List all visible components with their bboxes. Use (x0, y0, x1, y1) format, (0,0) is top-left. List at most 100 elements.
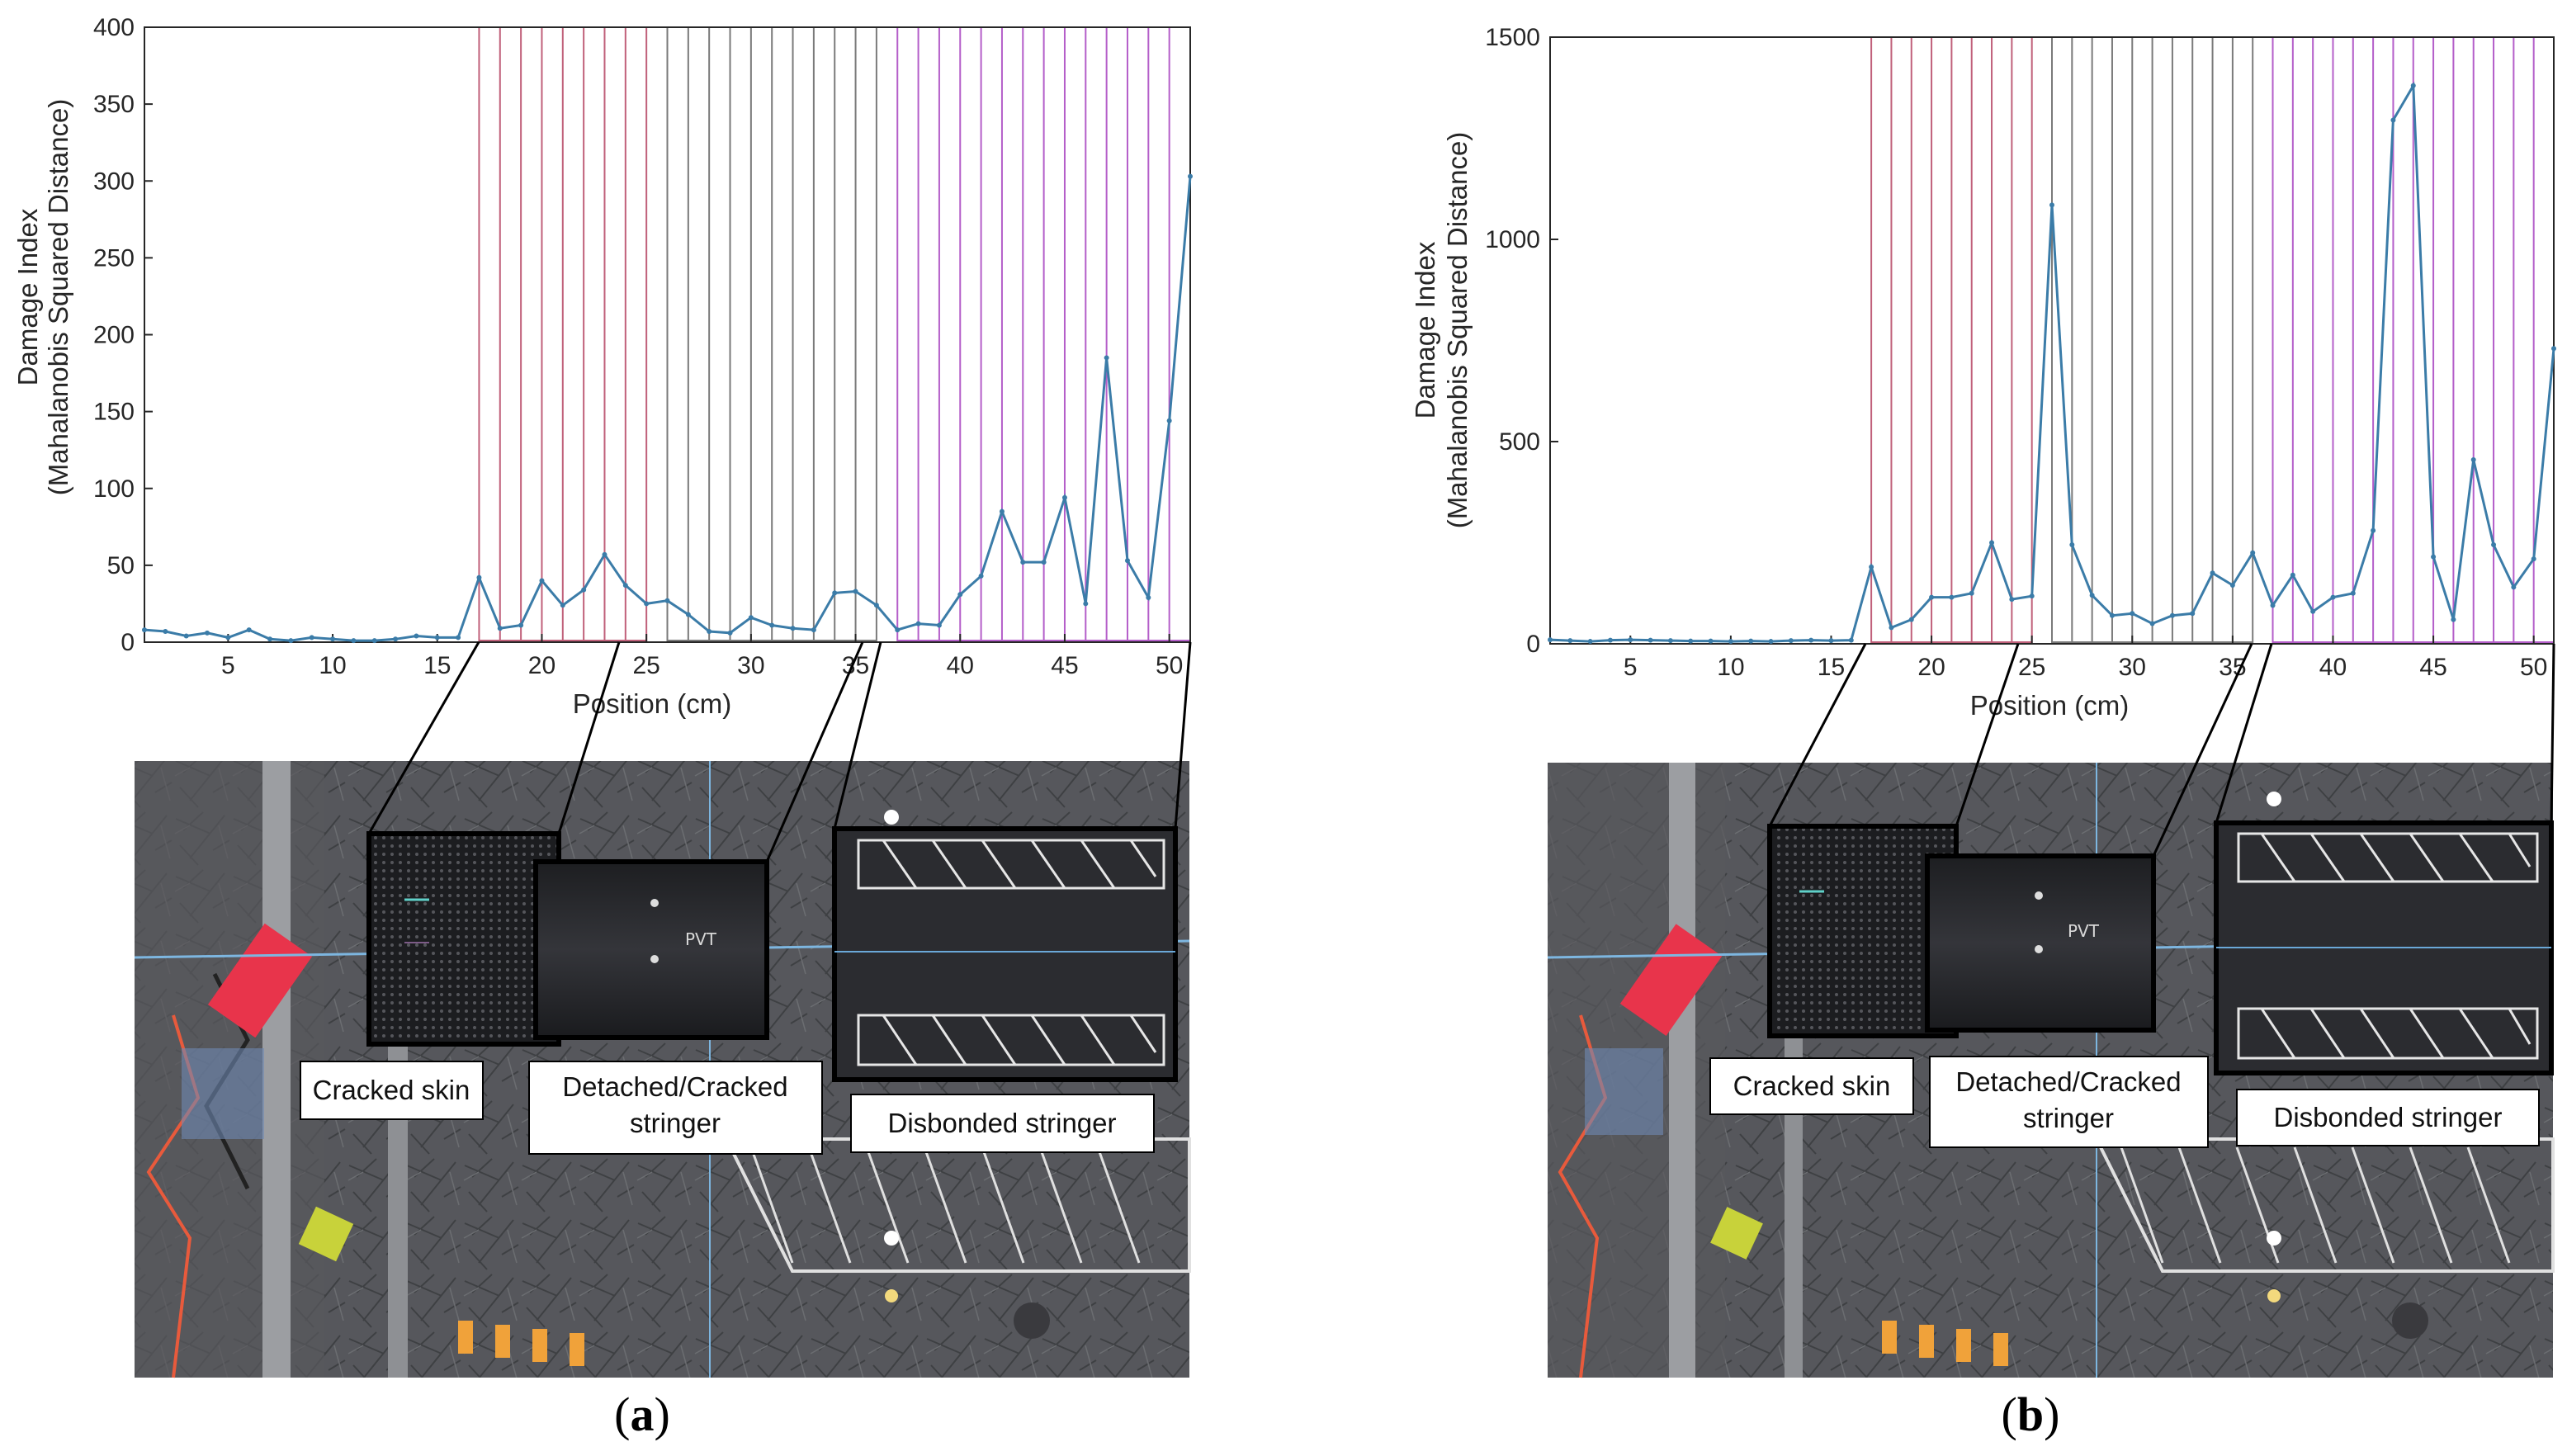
data-point (1748, 638, 1754, 644)
data-point (1929, 594, 1935, 600)
data-point (1708, 638, 1714, 644)
x-tick-label: 50 (2520, 654, 2547, 681)
data-point (748, 615, 754, 621)
data-point (664, 598, 670, 603)
callout-disbonded-stringer-b: Disbonded stringer (2236, 1089, 2540, 1146)
inset-disbonded-stringer-a (832, 826, 1178, 1082)
data-point (2190, 611, 2196, 617)
data-point (727, 630, 733, 636)
data-point (832, 590, 838, 596)
data-point (205, 630, 210, 636)
data-point (1146, 594, 1151, 600)
data-point (957, 592, 963, 598)
data-point (1061, 494, 1067, 500)
svg-text:PVT: PVT (685, 929, 717, 949)
data-point (225, 635, 231, 641)
data-point (1041, 560, 1047, 565)
svg-text:Cracked skin: Cracked skin (313, 1075, 470, 1105)
panel-label-b: (b) (2002, 1387, 2060, 1441)
data-point (2551, 346, 2556, 352)
data-point (1908, 617, 1914, 622)
inset-disbonded-stringer-b (2214, 820, 2554, 1075)
y-tick-label: 0 (1526, 631, 1540, 658)
data-point (2029, 593, 2035, 599)
data-point (456, 635, 461, 641)
x-tick-label: 5 (1624, 654, 1638, 681)
data-point (2049, 202, 2054, 208)
y-tick-label: 50 (107, 552, 135, 579)
series-points-a (142, 173, 1193, 644)
data-point (1728, 639, 1733, 645)
data-point (288, 638, 294, 644)
data-point (1828, 638, 1834, 644)
data-point (1788, 638, 1794, 644)
data-point (351, 638, 357, 644)
data-point (707, 628, 712, 634)
data-point (1188, 173, 1193, 179)
data-point (434, 635, 440, 641)
panel-label-a: (a) (614, 1387, 670, 1441)
data-point (309, 635, 314, 641)
callout-cracked-skin-b: Cracked skin (1709, 1057, 1914, 1115)
data-point (1667, 638, 1673, 644)
data-point (790, 626, 796, 631)
x-tick-label: 50 (1156, 652, 1183, 679)
region-lines-b (1870, 36, 2555, 644)
x-tick-label: 10 (319, 652, 346, 679)
data-point (497, 626, 503, 631)
x-tick-label: 40 (2319, 654, 2347, 681)
data-point (560, 603, 565, 608)
x-tick-label: 45 (1051, 652, 1078, 679)
data-point (2330, 594, 2336, 600)
data-point (1567, 638, 1573, 644)
data-point (414, 633, 419, 639)
svg-text:Disbonded stringer: Disbonded stringer (888, 1108, 1117, 1138)
data-point (2149, 621, 2155, 626)
y-tick-label: 1500 (1485, 24, 1540, 51)
data-point (1989, 540, 1995, 546)
plot-frame-b (1549, 36, 2555, 645)
svg-text:stringer: stringer (630, 1108, 721, 1138)
data-point (2089, 593, 2095, 598)
data-point (1124, 558, 1130, 564)
data-point (267, 636, 273, 642)
data-point (685, 612, 691, 617)
data-point (769, 622, 775, 628)
y-tick-label: 300 (93, 168, 135, 195)
data-point (2210, 570, 2215, 576)
data-point (2491, 541, 2497, 547)
data-point (1768, 639, 1774, 645)
data-point (2130, 611, 2135, 617)
data-point (2511, 584, 2517, 590)
data-point (163, 628, 168, 634)
data-point (1548, 637, 1553, 643)
y-tick-label: 250 (93, 244, 135, 272)
y-axis-sublabel-b: (Mahalanobis Squared Distance) (1442, 132, 1473, 529)
y-tick-label: 200 (93, 322, 135, 349)
x-tick-label: 25 (2018, 654, 2045, 681)
svg-text:Detached/Cracked: Detached/Cracked (562, 1071, 787, 1102)
svg-text:Detached/Cracked: Detached/Cracked (1955, 1066, 2181, 1097)
data-point (2390, 117, 2396, 123)
x-tick-label: 30 (2119, 654, 2146, 681)
data-point (2531, 556, 2536, 562)
data-point (811, 627, 816, 633)
data-point (1607, 637, 1613, 643)
callout-lines-b (1768, 643, 2555, 857)
data-point (2371, 527, 2376, 533)
data-point (622, 583, 628, 589)
data-point (1869, 564, 1874, 570)
data-point (936, 622, 942, 628)
x-tick-label: 35 (2219, 654, 2246, 681)
data-point (1949, 594, 1955, 600)
x-tick-label: 20 (528, 652, 555, 679)
inset-cracked-skin-a (366, 831, 561, 1047)
data-point (602, 551, 607, 557)
data-point (2310, 608, 2316, 614)
